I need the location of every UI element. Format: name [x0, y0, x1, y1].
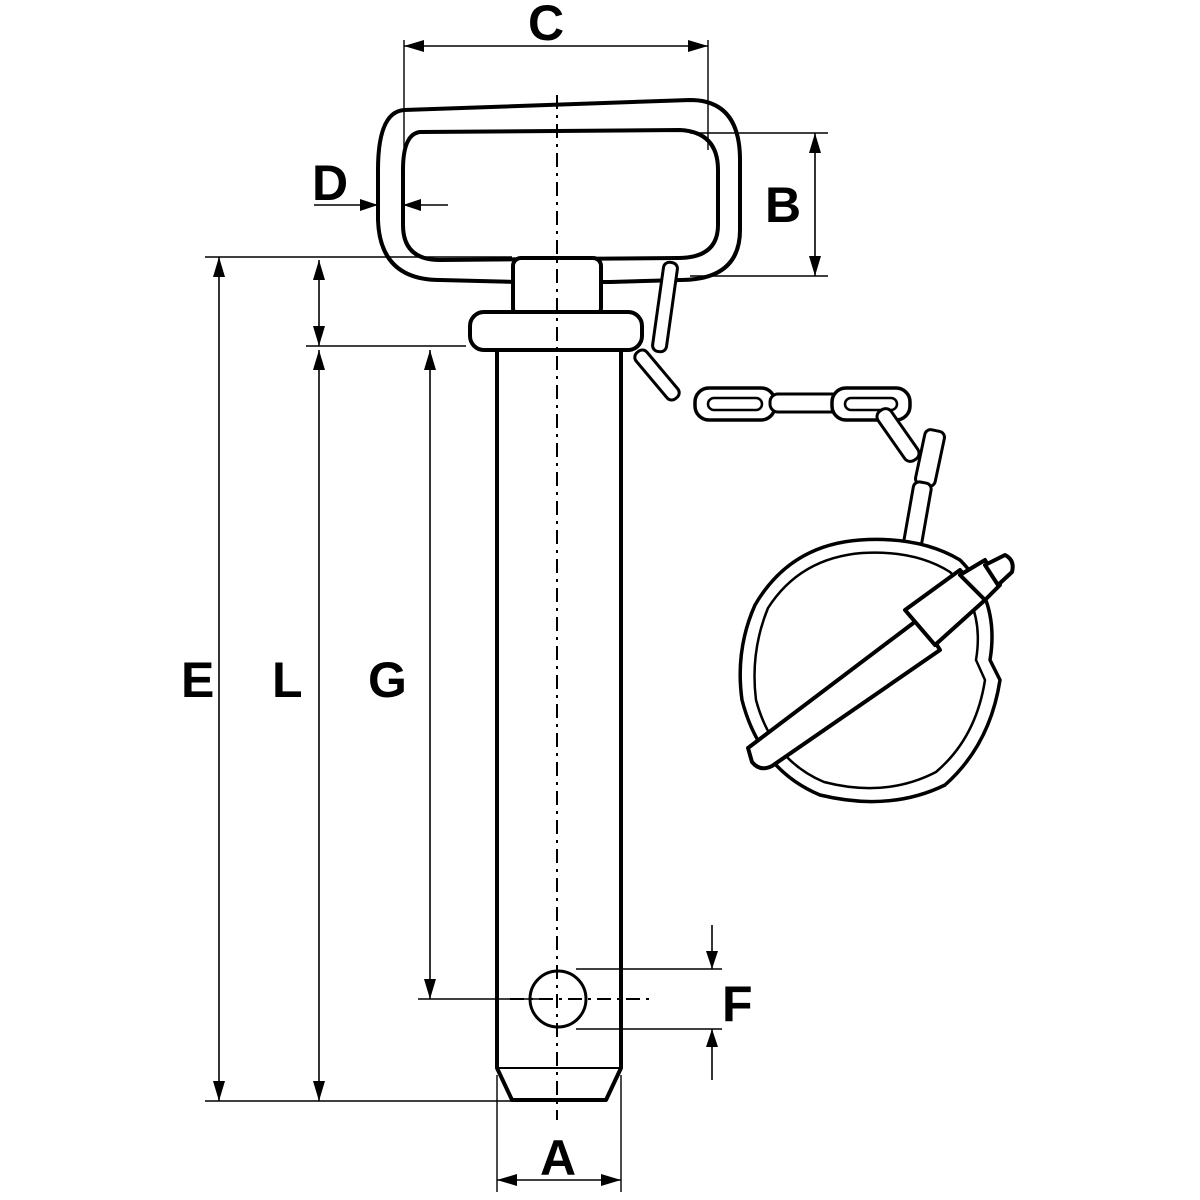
dimension-e — [205, 256, 512, 1102]
dimension-g — [418, 350, 540, 1000]
label-g: G — [368, 652, 407, 708]
label-d: D — [312, 155, 348, 211]
dimension-a — [496, 1075, 622, 1192]
label-c: C — [528, 0, 564, 51]
label-f: F — [722, 976, 753, 1032]
handle-loop — [376, 98, 742, 284]
lynch-pin — [738, 537, 1015, 804]
label-e: E — [181, 652, 214, 708]
dimension-b — [690, 132, 828, 277]
label-l: L — [272, 652, 303, 708]
dimension-c — [403, 40, 709, 150]
chain — [633, 260, 946, 556]
pin-body — [495, 348, 623, 1102]
dimension-f — [576, 925, 722, 1080]
label-b: B — [765, 177, 801, 233]
label-a: A — [540, 1130, 576, 1186]
dimension-d — [314, 199, 448, 211]
dimension-l — [306, 260, 466, 1101]
